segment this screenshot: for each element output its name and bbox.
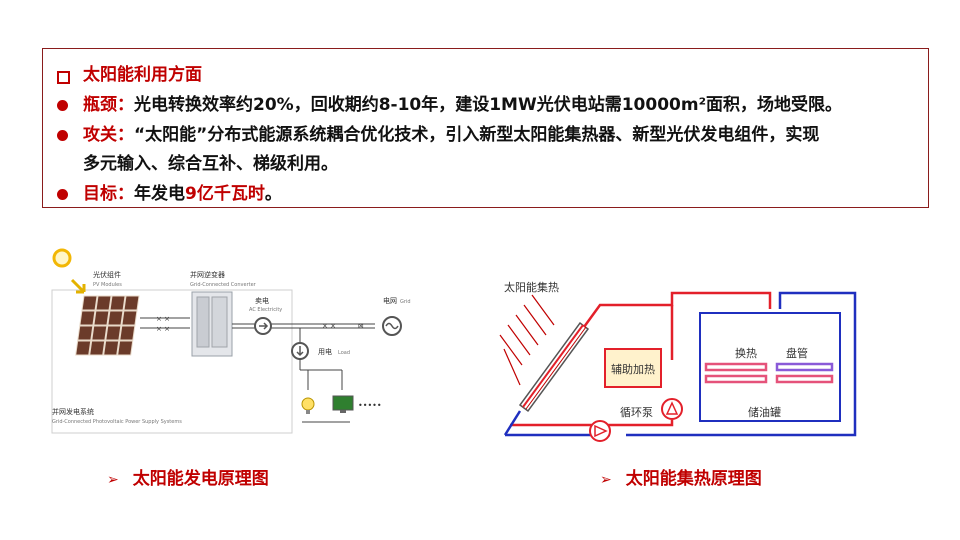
sell-en: AC Electricity (249, 307, 282, 313)
diagram-frame (51, 289, 293, 434)
thermal-caption-text: 太阳能集热原理图 (625, 469, 762, 489)
sun-rays-icon (499, 294, 555, 386)
arrow-bullet-icon: ➢ (107, 472, 119, 488)
oil-coil (775, 362, 834, 384)
summary-box: 太阳能利用方面 瓶颈：光电转换效率约20%，回收期约8-10年，建设1MW光伏电… (42, 48, 929, 208)
bottleneck-text: 光电转换效率约20%，回收期约8-10年，建设1MW光伏电站需10000m²面积… (134, 95, 843, 115)
system-en: Grid-Connected Photovoltaic Power Supply… (52, 419, 182, 425)
switch-icon: ⊠ (358, 322, 364, 330)
pump-label: 循环泵 (620, 406, 653, 419)
grid-en: Grid (400, 299, 411, 305)
research-text-line2: 多元输入、综合互补、梯级利用。 (83, 154, 338, 174)
switch-icon: × × (322, 322, 336, 330)
bottleneck-label: 瓶颈： (83, 95, 134, 115)
aux-heater-box (604, 348, 662, 388)
load-en: Load (338, 350, 350, 356)
more-loads-ellipsis: ••••• (358, 401, 382, 410)
target-text-pre: 年发电 (134, 184, 185, 204)
target-text-post: 。 (264, 184, 282, 204)
round-bullet-icon (57, 189, 68, 200)
pv-modules-label: 光伏组件 (93, 270, 121, 279)
switch-icon: × × (156, 315, 170, 323)
switch-icon: × × (156, 325, 170, 333)
pv-panel-array (75, 295, 140, 356)
solar-thermal-diagram: 太阳能集热 辅助加热 循环泵 换热 盘管 储油罐 (499, 280, 857, 442)
sell-label: 卖电 (255, 296, 269, 305)
inverter-cabinet-icon (191, 291, 233, 357)
heat-exchange-coil (704, 362, 768, 384)
round-bullet-icon (57, 130, 68, 141)
oil-tank (699, 312, 841, 422)
collector-label: 太阳能集热 (504, 280, 559, 294)
arrow-bullet-icon: ➢ (600, 472, 612, 488)
solar-collector-panel (518, 321, 590, 413)
grid-label: 电网 (383, 296, 397, 305)
research-label: 攻关： (83, 125, 134, 145)
monitor-icon (332, 395, 354, 413)
aux-heat-label: 辅助加热 (611, 362, 655, 376)
system-label: 并网发电系统 (52, 407, 94, 416)
thermal-diagram-caption: ➢ 太阳能集热原理图 (600, 464, 762, 489)
pv-modules-en: PV Modules (93, 282, 122, 288)
target-highlight: 9亿千瓦时 (185, 184, 265, 204)
oil-tank-label: 储油罐 (748, 405, 781, 419)
target-label: 目标： (83, 184, 134, 204)
load-label: 用电 (318, 347, 332, 356)
section-heading: 太阳能利用方面 (83, 65, 202, 85)
light-bulb-icon (301, 397, 315, 411)
research-text-line1: “太阳能”分布式能源系统耦合优化技术，引入新型太阳能集热器、新型光伏发电组件，实… (134, 125, 820, 145)
square-bullet-icon (57, 71, 70, 84)
sun-icon (52, 248, 72, 268)
round-bullet-icon (57, 100, 68, 111)
pv-power-diagram: 光伏组件 PV Modules × × × × 并网逆变器 Grid-Conne… (51, 248, 411, 434)
pv-caption-text: 太阳能发电原理图 (132, 469, 269, 489)
inverter-en: Grid-Connected Converter (190, 282, 257, 288)
coil-label: 盘管 (786, 346, 808, 360)
pv-diagram-caption: ➢ 太阳能发电原理图 (107, 464, 269, 489)
heat-exchange-label: 换热 (735, 346, 757, 360)
inverter-label: 并网逆变器 (190, 270, 225, 279)
sunlight-arrow-icon (70, 278, 86, 294)
